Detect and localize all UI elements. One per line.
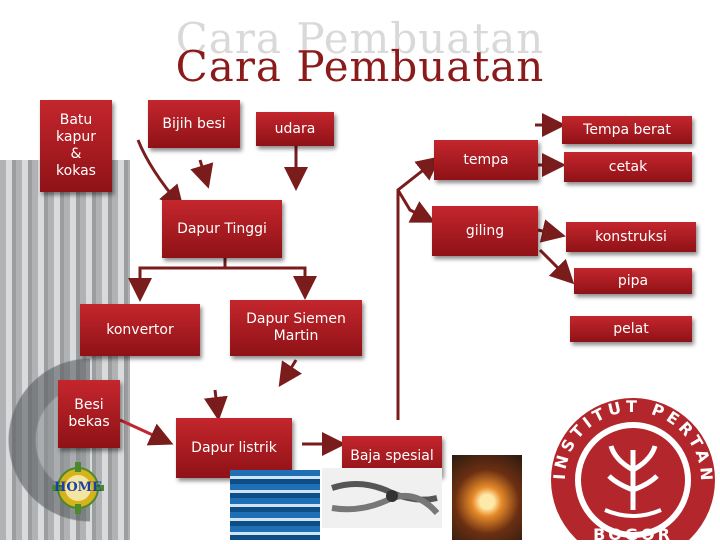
node-dapur-siemen-martin-label: Dapur Siemen Martin	[246, 311, 346, 344]
node-udara-label: udara	[274, 120, 316, 137]
arrow-siemen-down	[278, 359, 302, 387]
arrow-giling-down	[538, 248, 575, 285]
node-besi-bekas: Besi bekas	[58, 380, 120, 448]
node-baja-spesial-label: Baja spesial	[350, 447, 434, 464]
node-pelat-label: pelat	[613, 320, 649, 337]
node-udara: udara	[256, 112, 334, 146]
steel-pipes-image	[230, 470, 320, 540]
arrow-dapur-split-right	[225, 266, 317, 300]
arrow-giling-konstruksi	[537, 219, 566, 243]
node-besi-bekas-label: Besi bekas	[68, 397, 110, 430]
node-dapur-listrik-label: Dapur listrik	[191, 439, 277, 456]
node-batu-kapur-label: Batu kapur & kokas	[56, 112, 96, 179]
pliers-tool-image	[322, 468, 442, 528]
node-pipa: pipa	[574, 268, 692, 294]
node-konstruksi-label: konstruksi	[595, 228, 667, 245]
node-tempa-label: tempa	[463, 151, 509, 168]
molten-steel-image	[452, 455, 522, 540]
node-tempa-berat-label: Tempa berat	[583, 121, 671, 138]
node-dapur-listrik: Dapur listrik	[176, 418, 292, 478]
gear-icon	[52, 462, 104, 514]
logo-text-bottom: BOGOR	[593, 525, 673, 540]
node-dapur-tinggi-label: Dapur Tinggi	[177, 220, 267, 237]
node-giling-label: giling	[465, 222, 505, 239]
node-cetak-label: cetak	[608, 158, 648, 175]
node-giling: giling	[432, 206, 538, 256]
node-konvertor-label: konvertor	[106, 321, 174, 338]
arrow-bijih-to-dapur	[190, 159, 214, 189]
title-shadow: Cara Pembuatan	[175, 14, 545, 63]
node-bijih-besi: Bijih besi	[148, 100, 240, 148]
ipb-logo: INSTITUT PERTANIAN BOGOR	[536, 365, 720, 544]
node-konstruksi: konstruksi	[566, 222, 696, 252]
arrow-besi-to-listrik	[119, 418, 174, 446]
node-bijih-besi-label: Bijih besi	[162, 115, 226, 132]
page-title: Cara Pembuatan	[175, 42, 545, 91]
arrow-dapur-split	[128, 250, 227, 302]
node-dapur-tinggi: Dapur Tinggi	[162, 200, 282, 258]
node-tempa: tempa	[434, 140, 538, 180]
node-konvertor: konvertor	[80, 304, 200, 356]
arrow-batu-to-dapur	[136, 139, 184, 210]
arrow-up-to-giling	[396, 189, 436, 223]
node-pelat: pelat	[570, 316, 692, 342]
home-label: HOME	[54, 480, 102, 495]
node-pipa-label: pipa	[617, 272, 649, 289]
home-button[interactable]: HOME	[50, 460, 106, 516]
node-dapur-siemen-martin: Dapur Siemen Martin	[230, 300, 362, 356]
node-tempa-berat: Tempa berat	[562, 116, 692, 144]
node-batu-kapur: Batu kapur & kokas	[40, 100, 112, 192]
node-cetak: cetak	[564, 152, 692, 182]
arrow-to-listrik	[203, 389, 228, 421]
